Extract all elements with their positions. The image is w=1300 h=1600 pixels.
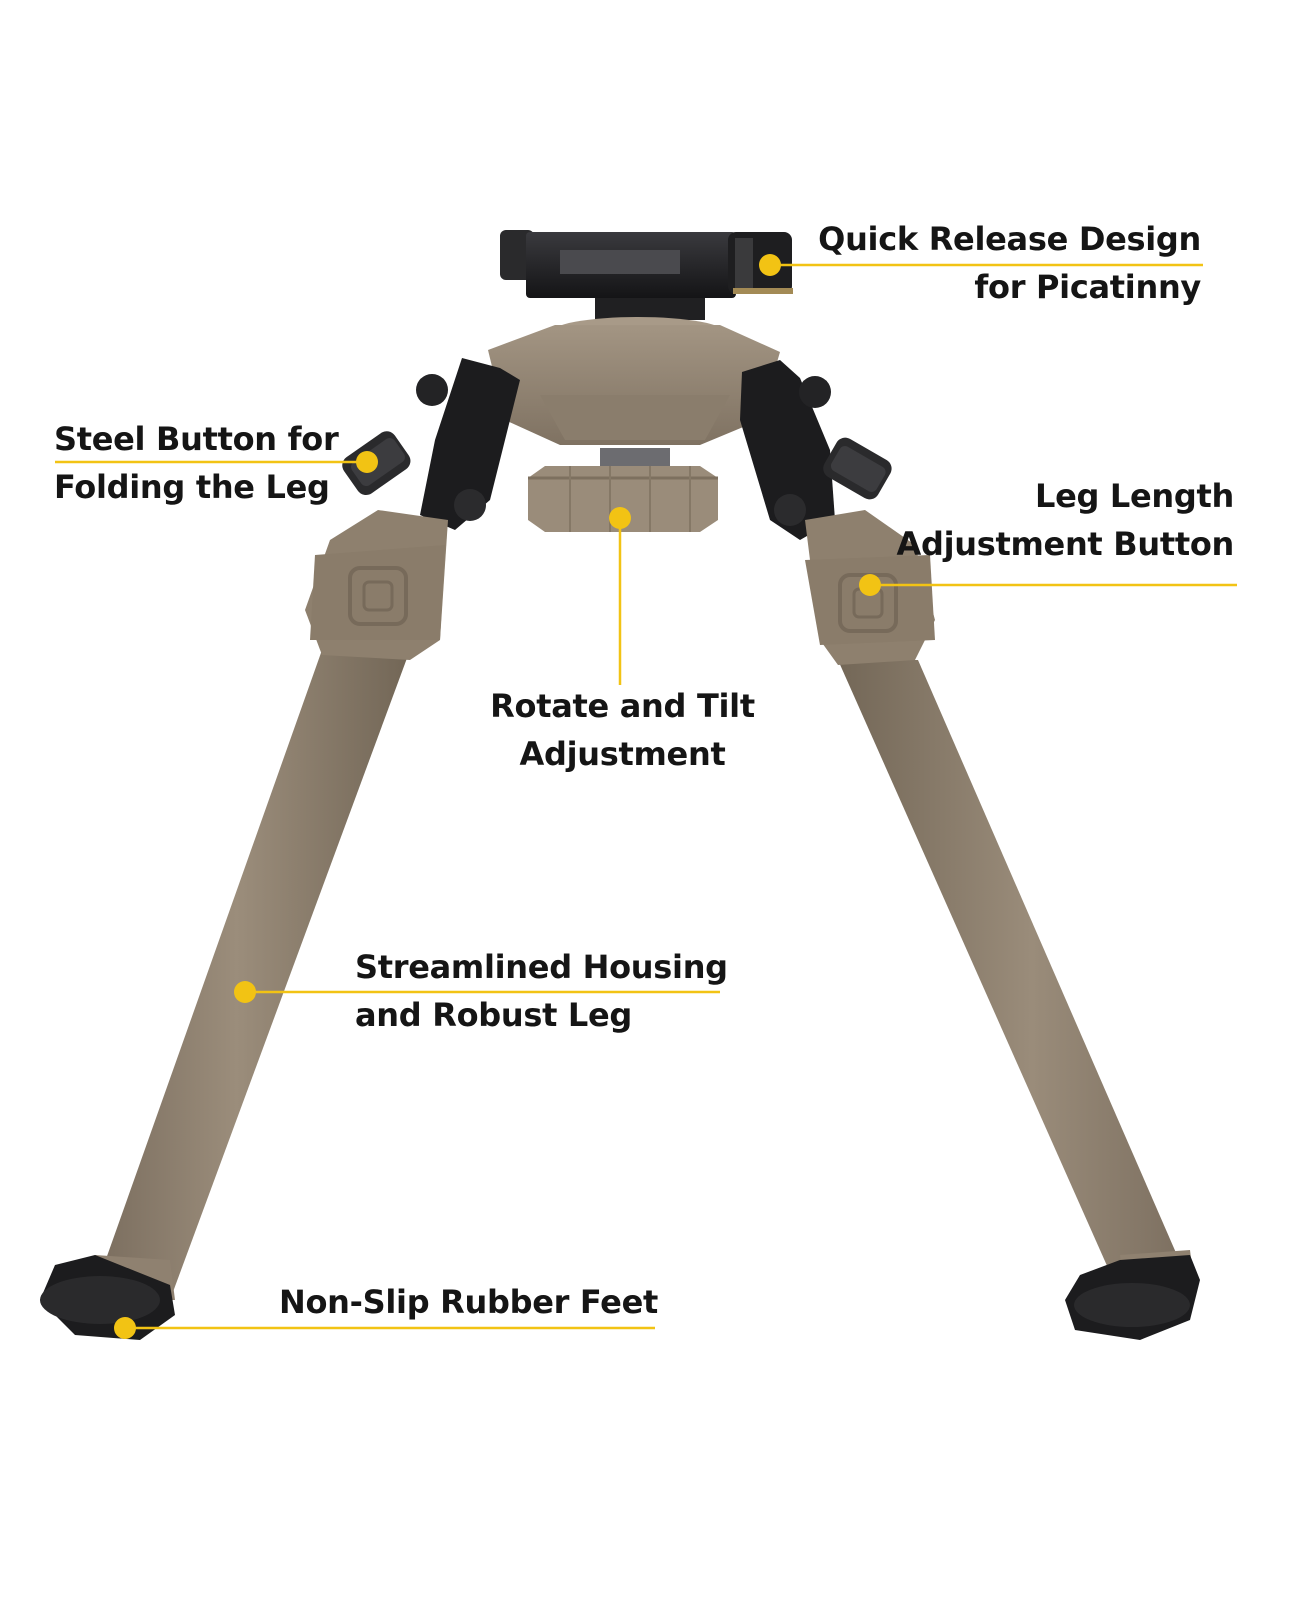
tilt-knob <box>528 466 718 532</box>
callout-leg-length-line1: Leg Length <box>1034 477 1234 515</box>
left-leg <box>40 510 448 1340</box>
right-hinge <box>740 360 892 540</box>
callout-housing: Streamlined Housing and Robust Leg <box>355 943 728 1039</box>
callout-quick-release-line1: Quick Release Design <box>818 220 1201 258</box>
callout-steel-button-line2: Folding the Leg <box>54 468 330 506</box>
callout-quick-release: Quick Release Design for Picatinny <box>818 215 1201 311</box>
callout-quick-release-line2: for Picatinny <box>974 268 1201 306</box>
picatinny-clamp <box>500 230 793 320</box>
callout-leg-length: Leg Length Adjustment Button <box>896 472 1235 568</box>
dot-steel-button <box>356 451 378 473</box>
callout-steel-button-line1: Steel Button for <box>54 420 339 458</box>
right-leg <box>805 510 1200 1340</box>
callout-feet: Non-Slip Rubber Feet <box>279 1278 658 1326</box>
callout-rotate-tilt-line2: Adjustment <box>519 735 726 773</box>
callout-rotate-tilt: Rotate and Tilt Adjustment <box>470 682 775 778</box>
left-hinge <box>342 358 520 530</box>
dot-rotate-tilt <box>609 507 631 529</box>
callout-leaders <box>55 254 1237 1339</box>
callout-housing-line1: Streamlined Housing <box>355 948 728 986</box>
dot-feet <box>114 1317 136 1339</box>
callout-leg-length-line2: Adjustment Button <box>896 525 1235 563</box>
dot-quick-release <box>759 254 781 276</box>
dot-leg-length <box>859 574 881 596</box>
callout-rotate-tilt-line1: Rotate and Tilt <box>490 687 755 725</box>
bipod-body <box>488 317 780 466</box>
callout-steel-button: Steel Button for Folding the Leg <box>54 415 339 511</box>
callout-feet-line1: Non-Slip Rubber Feet <box>279 1283 658 1321</box>
dot-housing <box>234 981 256 1003</box>
callout-housing-line2: and Robust Leg <box>355 996 633 1034</box>
